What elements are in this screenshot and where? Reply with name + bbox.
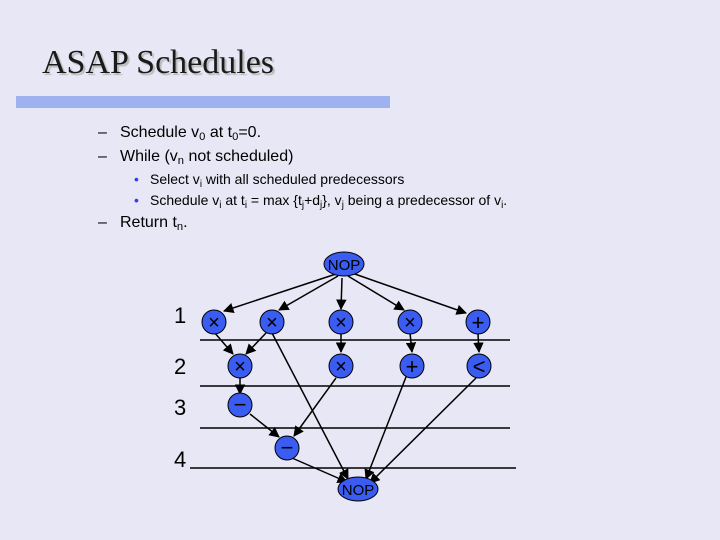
edge <box>473 333 484 354</box>
text: Schedule v <box>120 124 200 141</box>
sub-bullet-schedule: •Schedule vi at ti = max {tj+dj}, vj bei… <box>134 192 508 211</box>
op-node: − <box>227 392 253 418</box>
op-symbol: + <box>472 310 485 335</box>
subscript: j <box>341 200 344 211</box>
subscript: i <box>501 200 504 211</box>
text: =0. <box>238 124 262 141</box>
text: = max {t <box>247 192 302 208</box>
edge <box>249 413 280 438</box>
subscript: 0 <box>232 131 239 143</box>
text: with all scheduled predecessors <box>202 171 405 187</box>
subscript: n <box>177 155 185 167</box>
dash-marker: – <box>98 124 107 141</box>
op-node: × <box>328 309 354 335</box>
text: +d <box>304 192 321 208</box>
edge <box>223 273 337 314</box>
edge <box>336 277 347 311</box>
step-label-3: 3 <box>174 395 186 420</box>
op-node: < <box>466 353 492 379</box>
edge <box>213 331 234 355</box>
edge <box>245 332 267 355</box>
text: }, v <box>322 192 342 208</box>
subscript: 0 <box>199 131 206 143</box>
edge <box>364 376 407 480</box>
nop-top-node: NOP <box>323 251 365 277</box>
op-node: × <box>328 353 354 379</box>
edge <box>271 332 349 480</box>
text: Schedule v <box>150 192 220 208</box>
op-symbol: − <box>234 392 247 417</box>
edge <box>351 272 467 315</box>
bullet-schedule-v0: –Schedule v0 at t0=0. <box>98 124 262 143</box>
op-symbol: × <box>404 312 416 334</box>
text: Select v <box>150 171 200 187</box>
edge <box>278 275 339 311</box>
bullet-return: –Return tn. <box>98 214 188 233</box>
edge <box>347 275 405 311</box>
subscript: i <box>199 179 202 190</box>
dot-marker: • <box>134 192 139 208</box>
op-symbol: − <box>281 435 294 460</box>
op-node: × <box>227 353 253 379</box>
dot-marker: • <box>134 171 139 187</box>
op-node: + <box>399 353 425 379</box>
nop-bottom-label: NOP <box>342 482 375 499</box>
edge <box>405 332 417 354</box>
dash-marker: – <box>98 214 107 231</box>
operation-nodes: × × × × + × × + < − − <box>201 309 492 461</box>
step-label-4: 4 <box>174 447 186 472</box>
title-underline <box>16 96 390 108</box>
nop-top-label: NOP <box>328 257 361 274</box>
dash-marker: – <box>98 148 107 165</box>
op-node: × <box>259 309 285 335</box>
subscript: i <box>219 200 222 211</box>
text: at t <box>205 124 233 141</box>
op-symbol: × <box>335 356 347 378</box>
slide-title: ASAP Schedules <box>42 44 275 81</box>
op-symbol: × <box>335 312 347 334</box>
text: being a predecessor of v <box>343 192 502 208</box>
nop-bottom-node: NOP <box>337 476 379 502</box>
op-symbol: × <box>208 312 220 334</box>
op-node: × <box>397 309 423 335</box>
text: . <box>183 214 188 231</box>
graph-edges <box>213 272 484 484</box>
text: . <box>503 192 508 208</box>
op-node: + <box>465 309 491 335</box>
edge <box>369 377 477 484</box>
op-node: − <box>274 435 300 461</box>
op-symbol: + <box>406 354 419 379</box>
op-symbol: < <box>473 354 486 379</box>
text: While (v <box>120 148 178 165</box>
subscript: j <box>320 200 323 211</box>
text: not scheduled) <box>184 148 294 165</box>
text: at t <box>221 192 245 208</box>
op-symbol: × <box>234 356 246 378</box>
step-label-2: 2 <box>174 354 186 379</box>
op-symbol: × <box>266 312 278 334</box>
bullet-while: –While (vn not scheduled) <box>98 148 294 167</box>
subscript: j <box>301 200 305 211</box>
op-node: × <box>201 309 227 335</box>
edge <box>291 457 348 484</box>
subscript: i <box>244 200 248 211</box>
sub-bullet-select: • Select vi with all scheduled predecesso… <box>134 171 405 190</box>
step-label-1: 1 <box>174 303 186 328</box>
subscript: n <box>176 221 184 233</box>
text: Return t <box>120 214 177 231</box>
edge <box>293 377 337 437</box>
